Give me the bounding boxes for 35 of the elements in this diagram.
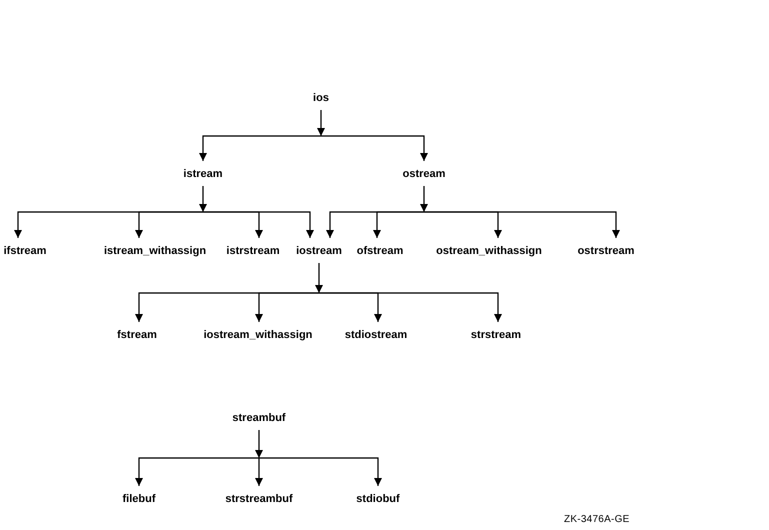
- arrow: [255, 430, 263, 458]
- class-name: istream_withassign: [104, 243, 206, 259]
- class-name: ostrstream: [578, 243, 634, 259]
- class-name: ios: [313, 90, 329, 106]
- class-name: ofstream: [356, 243, 404, 259]
- class-name: istrstream: [226, 243, 280, 259]
- arrow: [255, 457, 263, 486]
- class-name: strstream: [470, 327, 522, 343]
- class-name: streambuf: [232, 410, 286, 426]
- figure-code: ZK-3476A-GE: [564, 514, 630, 526]
- arrow: [203, 211, 314, 238]
- class-name: ifstream: [4, 243, 46, 259]
- arrow: [135, 211, 203, 238]
- class-name: iostream_withassign: [204, 327, 312, 343]
- arrow: [321, 135, 428, 161]
- class-name: strstreambuf: [225, 491, 293, 507]
- arrow: [420, 186, 428, 212]
- class-name: filebuf: [122, 491, 156, 507]
- arrow: [135, 457, 259, 486]
- class-name: istream: [183, 166, 223, 182]
- class-name: stdiostream: [344, 327, 408, 343]
- arrow: [255, 292, 319, 322]
- arrow: [424, 211, 620, 238]
- arrow: [199, 186, 207, 212]
- class-name: ostream_withassign: [436, 243, 542, 259]
- arrow: [373, 211, 424, 238]
- arrow: [315, 263, 323, 293]
- class-name: ostream: [402, 166, 446, 182]
- arrow: [259, 457, 382, 486]
- class-name: fstream: [117, 327, 157, 343]
- arrow: [317, 110, 325, 136]
- class-name: iostream: [296, 243, 342, 259]
- arrow: [199, 135, 321, 161]
- arrow: [319, 292, 502, 322]
- class-name: stdiobuf: [356, 491, 400, 507]
